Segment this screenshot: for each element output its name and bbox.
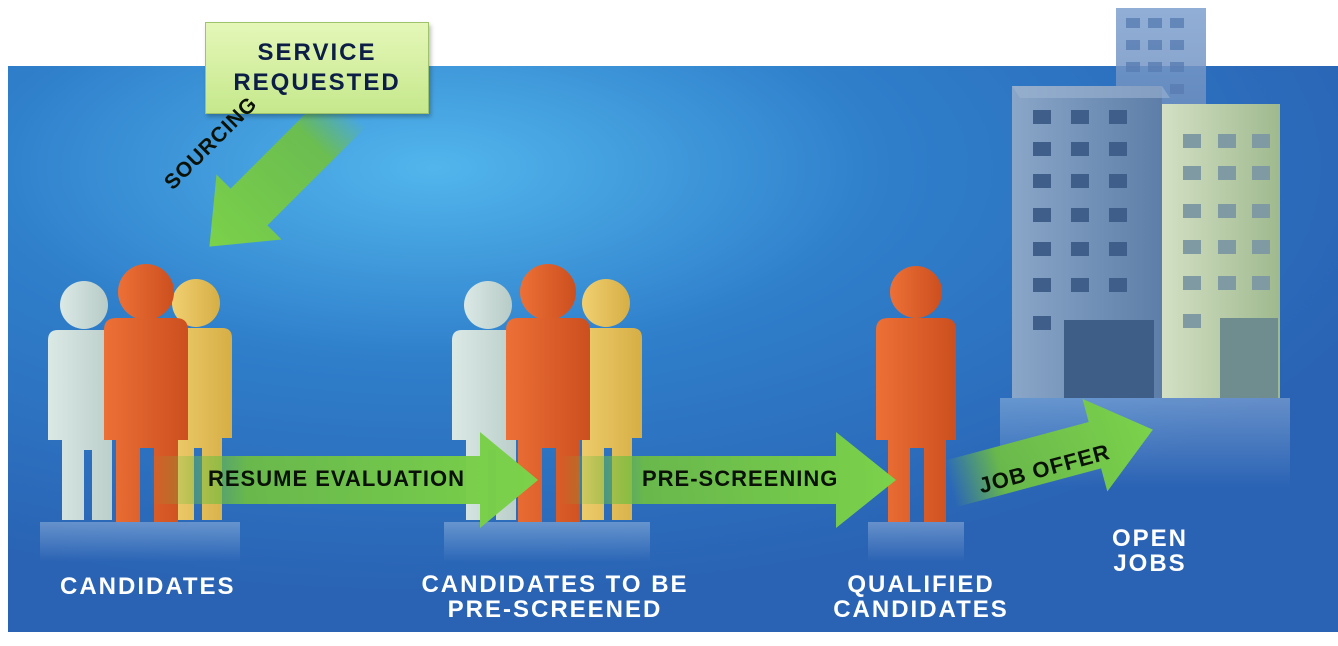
qualified-candidates-label: QUALIFIED CANDIDATES: [828, 572, 1014, 622]
open-jobs-label: OPEN JOBS: [1100, 526, 1200, 576]
job-offer-arrow: [943, 398, 1153, 508]
qualified-label-line1: QUALIFIED: [847, 571, 995, 598]
qualified-candidate-person-icon: [868, 266, 964, 562]
resume-evaluation-label: RESUME EVALUATION: [208, 466, 465, 491]
service-requested-box: SERVICE REQUESTED: [205, 22, 429, 114]
service-requested-line1: SERVICE: [257, 39, 377, 66]
prescreened-label-line2: PRE-SCREENED: [447, 596, 663, 623]
open-jobs-line1: OPEN: [1111, 525, 1188, 552]
candidates-label-text: CANDIDATES: [60, 573, 236, 600]
prescreened-label-line1: CANDIDATES TO BE: [421, 571, 689, 598]
service-requested-line2: REQUESTED: [233, 69, 401, 96]
open-jobs-line2: JOBS: [1113, 550, 1187, 577]
resume-evaluation-arrow: [150, 432, 538, 528]
buildings-icon: [1000, 8, 1290, 488]
candidates-label: CANDIDATES: [60, 574, 240, 599]
pre-screening-arrow: [560, 432, 896, 528]
pre-screening-label: PRE-SCREENING: [642, 466, 839, 491]
sourcing-arrow: [209, 89, 367, 247]
candidates-to-be-prescreened-label: CANDIDATES TO BE PRE-SCREENED: [420, 572, 690, 622]
qualified-label-line2: CANDIDATES: [833, 596, 1009, 623]
candidates-people-icon: [40, 264, 240, 562]
